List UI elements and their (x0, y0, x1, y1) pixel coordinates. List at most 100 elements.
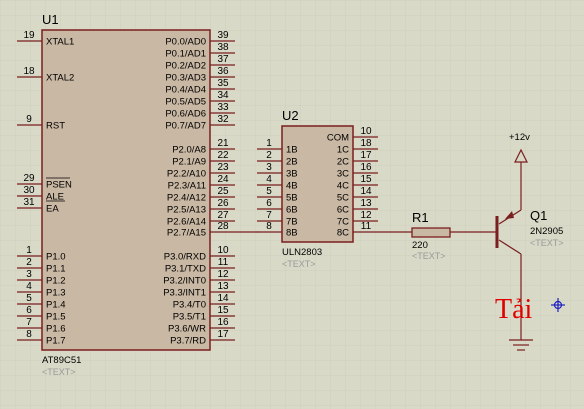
u1-left-pin-name: P1.2 (46, 276, 66, 287)
r1-value: 220 (412, 240, 428, 251)
u2-right-pin-name: COM (327, 133, 349, 144)
u2-right-pin-name: 8C (337, 228, 349, 239)
u1-text-tag: <TEXT> (42, 367, 76, 377)
u1-right-pin-number: 25 (217, 186, 229, 197)
u1-right-pin-number: 33 (217, 102, 229, 113)
u1-right-pin-name: P0.7/AD7 (165, 121, 206, 132)
crosshair-cursor-icon (551, 298, 565, 312)
u2-left-pin-name: 7B (286, 217, 298, 228)
u1-right-pin-number: 38 (217, 42, 229, 53)
u1-right-pin-name: P2.0/A8 (172, 145, 206, 156)
u1-left-pin-name: RST (46, 121, 65, 132)
u2-body (281, 125, 354, 243)
u1-right-pin-name: P0.2/AD2 (165, 61, 206, 72)
u2-left-pin-number: 4 (266, 174, 272, 185)
u2-left-pin-number: 6 (266, 198, 272, 209)
u2-right-pin-number: 13 (360, 198, 372, 209)
u1-right-pin-number: 23 (217, 162, 229, 173)
q1-collector-leg (498, 239, 522, 255)
u1-right-pin-number: 10 (217, 245, 229, 256)
u1-left-pin-name: P1.1 (46, 264, 66, 275)
u2-right-pin-name: 1C (337, 145, 349, 156)
u2-uln2803[interactable]: U2 ULN2803 <TEXT> 11B22B33B44B55B66B77B8… (257, 108, 378, 269)
u1-left-pin-number: 5 (26, 293, 32, 304)
u1-left-pin-number: 3 (26, 269, 32, 280)
u1-left-pin-number: 30 (23, 185, 35, 196)
u1-right-pin-number: 32 (217, 114, 229, 125)
u1-right-pin-name: P0.4/AD4 (165, 85, 206, 96)
ground-symbol (509, 339, 533, 351)
u1-right-pin-name: P2.2/A10 (167, 169, 206, 180)
u1-right-pin-name: P3.1/TXD (165, 264, 206, 275)
u1-ref: U1 (42, 12, 59, 27)
u2-right-pin-number: 16 (360, 162, 372, 173)
u2-right-pin-number: 10 (360, 126, 372, 137)
q1-text-tag: <TEXT> (530, 238, 564, 248)
u2-left-pin-number: 8 (266, 221, 272, 232)
power-label: +12v (509, 132, 530, 143)
u1-left-pin-name: XTAL1 (46, 37, 74, 48)
u1-right-pin-number: 37 (217, 54, 229, 65)
u1-right-pin-number: 14 (217, 293, 229, 304)
u2-right-pin-name: 7C (337, 217, 349, 228)
u2-text-tag: <TEXT> (282, 259, 316, 269)
u1-right-pin-number: 34 (217, 90, 229, 101)
u1-right-pin-name: P3.2/INT0 (163, 276, 206, 287)
u2-left-pin-number: 3 (266, 162, 272, 173)
u2-right-pin-number: 15 (360, 174, 372, 185)
u1-left-pin-name: P1.5 (46, 312, 66, 323)
u1-right-pin-number: 35 (217, 78, 229, 89)
u1-right-pin-number: 17 (217, 329, 229, 340)
u2-left-pin-name: 4B (286, 181, 298, 192)
u1-right-pin-name: P3.7/RD (170, 336, 206, 347)
u2-left-pin-number: 5 (266, 186, 272, 197)
u2-right-pin-number: 18 (360, 138, 372, 149)
u1-right-pin-name: P0.1/AD1 (165, 49, 206, 60)
u1-part: AT89C51 (42, 355, 81, 366)
u1-right-pin-name: P2.6/A14 (167, 217, 206, 228)
u1-right-pin-number: 28 (217, 221, 229, 232)
r1-text-tag: <TEXT> (412, 251, 446, 261)
u1-right-pin-number: 21 (217, 138, 229, 149)
u1-left-pin-name: ALE (46, 192, 64, 203)
u1-left-pin-number: 8 (26, 329, 32, 340)
r1-resistor[interactable]: R1 220 <TEXT> (411, 210, 451, 261)
u1-right-pin-name: P3.6/WR (168, 324, 206, 335)
u1-right-pin-name: P3.4/T0 (173, 300, 206, 311)
u2-left-pin-number: 7 (266, 210, 272, 221)
q1-part: 2N2905 (530, 226, 563, 237)
u1-right-pin-number: 22 (217, 150, 229, 161)
u1-right-pin-name: P3.3/INT1 (163, 288, 206, 299)
power-terminal[interactable]: +12v (509, 132, 530, 210)
u2-right-pin-name: 6C (337, 205, 349, 216)
u1-right-pin-name: P3.5/T1 (173, 312, 206, 323)
u1-right-pin-number: 26 (217, 198, 229, 209)
u1-left-pin-name: XTAL2 (46, 73, 74, 84)
u2-right-pin-number: 14 (360, 186, 372, 197)
u2-right-pin-name: 4C (337, 181, 349, 192)
u1-at89c51[interactable]: U1 AT89C51 <TEXT> 19XTAL118XTAL29RST29PS… (17, 12, 235, 377)
u1-right-pin-number: 16 (217, 317, 229, 328)
u2-left-pin-number: 2 (266, 150, 272, 161)
u1-right-pin-name: P0.3/AD3 (165, 73, 206, 84)
u2-left-pin-name: 8B (286, 228, 298, 239)
u2-ref: U2 (282, 108, 299, 123)
u1-right-pin-name: P2.1/A9 (172, 157, 206, 168)
u1-left-pin-name: P1.7 (46, 336, 66, 347)
u1-left-pin-number: 9 (26, 114, 32, 125)
u1-right-pin-name: P0.5/AD5 (165, 97, 206, 108)
u2-right-pin-name: 3C (337, 169, 349, 180)
q1-emitter-arrow (505, 211, 514, 219)
u1-right-pin-number: 11 (218, 257, 229, 268)
u1-left-pin-number: 1 (26, 245, 32, 256)
u1-right-pin-number: 15 (217, 305, 229, 316)
u1-right-pin-name: P2.5/A13 (167, 205, 206, 216)
u1-left-pins: 19XTAL118XTAL29RST29PSEN30ALE31EA1P1.02P… (17, 30, 74, 347)
u1-right-pin-number: 24 (217, 174, 229, 185)
q1-ref: Q1 (530, 208, 547, 223)
q1-transistor[interactable]: Q1 2N2905 <TEXT> (495, 208, 564, 255)
u1-right-pin-name: P2.7/A15 (167, 228, 206, 239)
load-label: Tải (495, 294, 533, 325)
